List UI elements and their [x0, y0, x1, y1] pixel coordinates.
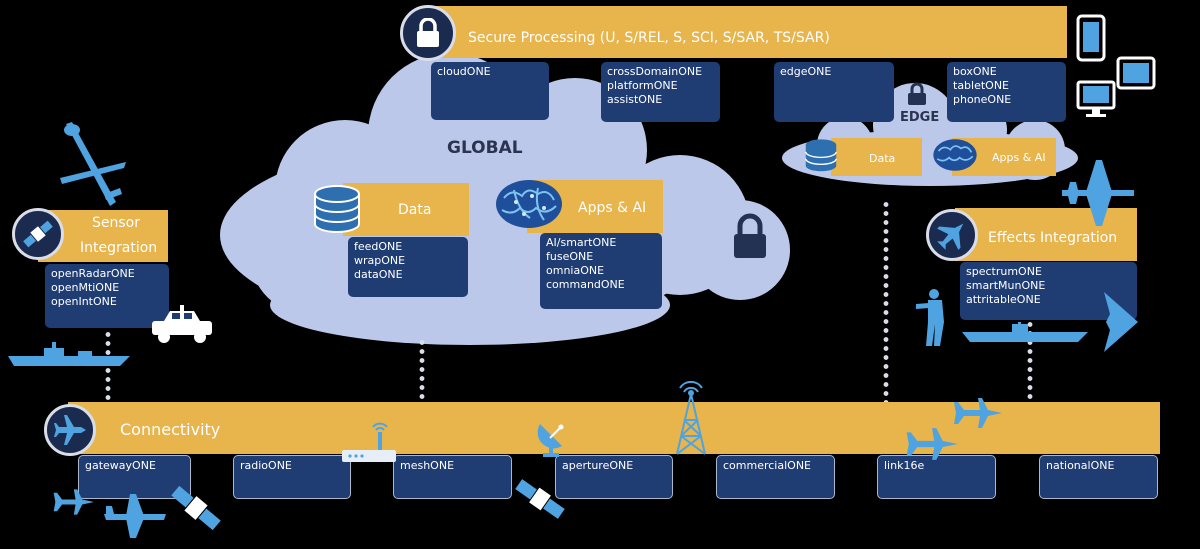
conn-item: radioONE [240, 459, 292, 472]
cross-item: platformONE [607, 79, 678, 92]
conn-item: gatewayONE [85, 459, 156, 472]
router-icon [342, 422, 396, 462]
stealth-bomber-icon [1104, 292, 1138, 352]
cross-domain-box: crossDomainONE platformONE assistONE [601, 62, 720, 122]
vehicle-icon [152, 305, 212, 343]
connector-effects [1027, 320, 1033, 402]
soldier-icon [916, 289, 944, 346]
edge-database-icon [805, 139, 837, 172]
effects-box: spectrumONE smartMunONE attritableONE [960, 262, 1137, 320]
global-data-bar [343, 183, 469, 236]
conn-box-aperture: apertureONE [555, 455, 673, 499]
small-plane-icon [53, 489, 94, 515]
conn-item: commercialONE [723, 459, 811, 472]
fighter-jet-icon-2 [954, 398, 1002, 428]
sensor-item: openIntONE [51, 295, 117, 308]
plane-circle [44, 404, 96, 456]
conn-box-gateway: gatewayONE [78, 455, 191, 499]
database-icon [314, 185, 360, 233]
sensor-item: openRadarONE [51, 267, 135, 280]
sensor-title-1: Sensor [92, 215, 140, 231]
secure-processing-bar [430, 6, 1067, 58]
data-item: feedONE [354, 240, 403, 253]
device-item: tabletONE [953, 79, 1010, 92]
conn-item: nationalONE [1046, 459, 1115, 472]
edge-lock-icon [908, 82, 926, 105]
conn-item: meshONE [400, 459, 455, 472]
conn-item: apertureONE [562, 459, 634, 472]
cross-item: assistONE [607, 93, 663, 106]
device-item: boxONE [953, 65, 997, 78]
edge-box: edgeONE [774, 62, 894, 122]
apps-item: commandONE [546, 278, 625, 291]
effects-item: spectrumONE [966, 265, 1042, 278]
radio-tower-icon [676, 381, 706, 455]
lock-icon [417, 18, 439, 47]
data-item: dataONE [354, 268, 403, 281]
edge-apps-label: Apps & AI [992, 151, 1046, 164]
sensor-item: openMtiONE [51, 281, 120, 294]
device-box: boxONE tabletONE phoneONE [947, 62, 1066, 122]
edge-title: EDGE [900, 110, 940, 125]
conn-box-national: nationalONE [1039, 455, 1158, 499]
carrier-icon [962, 322, 1088, 342]
bomber-icon [1062, 160, 1134, 226]
secure-processing-title: Secure Processing (U, S/REL, S, SCI, S/S… [468, 30, 830, 46]
satellite-icon [23, 220, 53, 248]
devices-icon [1076, 14, 1156, 117]
global-data-label: Data [398, 202, 432, 218]
data-item: wrapONE [354, 254, 406, 267]
edge-data-label: Data [869, 152, 896, 165]
cloud-item: cloudONE [437, 65, 491, 78]
sensor-box: openRadarONE openMtiONE openIntONE [45, 264, 169, 328]
comm-satellite-icon [515, 479, 565, 519]
conn-box-mesh: meshONE [393, 455, 512, 499]
transport-plane-icon [104, 494, 166, 538]
connectivity-title: Connectivity [120, 420, 221, 439]
conn-box-commercial: commercialONE [716, 455, 835, 499]
apps-item: omniaONE [546, 264, 605, 277]
effects-item: smartMunONE [966, 279, 1046, 292]
effects-title: Effects Integration [988, 230, 1118, 246]
satellite-dish-icon [537, 424, 564, 457]
edge-item: edgeONE [780, 65, 832, 78]
effects-bar [955, 208, 1137, 261]
drone-icon [60, 122, 126, 206]
ship-icon [8, 342, 130, 366]
jet-circle [926, 209, 978, 261]
global-apps-box: AI/smartONE fuseONE omniaONE commandONE [540, 233, 662, 309]
fighter-jet-icon [937, 223, 964, 250]
global-title: GLOBAL [447, 138, 523, 158]
connector-edge [883, 200, 889, 402]
edge-brain-icon [933, 139, 977, 171]
global-data-box: feedONE wrapONE dataONE [348, 237, 468, 297]
airplane-icon [54, 415, 86, 445]
edge-data-bar [831, 138, 922, 176]
global-lock-icon [734, 213, 766, 258]
global-apps-label: Apps & AI [578, 200, 647, 216]
cloud-box: cloudONE [431, 62, 549, 120]
device-item: phoneONE [953, 93, 1012, 106]
cross-item: crossDomainONE [607, 65, 703, 78]
satellite-circle [12, 208, 64, 260]
fighter-jet-icon-3 [906, 428, 958, 460]
apps-item: AI/smartONE [546, 236, 617, 249]
conn-box-link16e: link16e [877, 455, 996, 499]
brain-icon [496, 180, 562, 228]
apps-item: fuseONE [546, 250, 594, 263]
effects-item: attritableONE [966, 293, 1041, 306]
conn-box-radio: radioONE [233, 455, 351, 499]
satellite-icon-2 [171, 485, 221, 531]
conn-item: link16e [884, 459, 925, 472]
sensor-title-2: Integration [80, 240, 158, 256]
lock-circle [400, 5, 456, 61]
connector-global [419, 338, 425, 402]
